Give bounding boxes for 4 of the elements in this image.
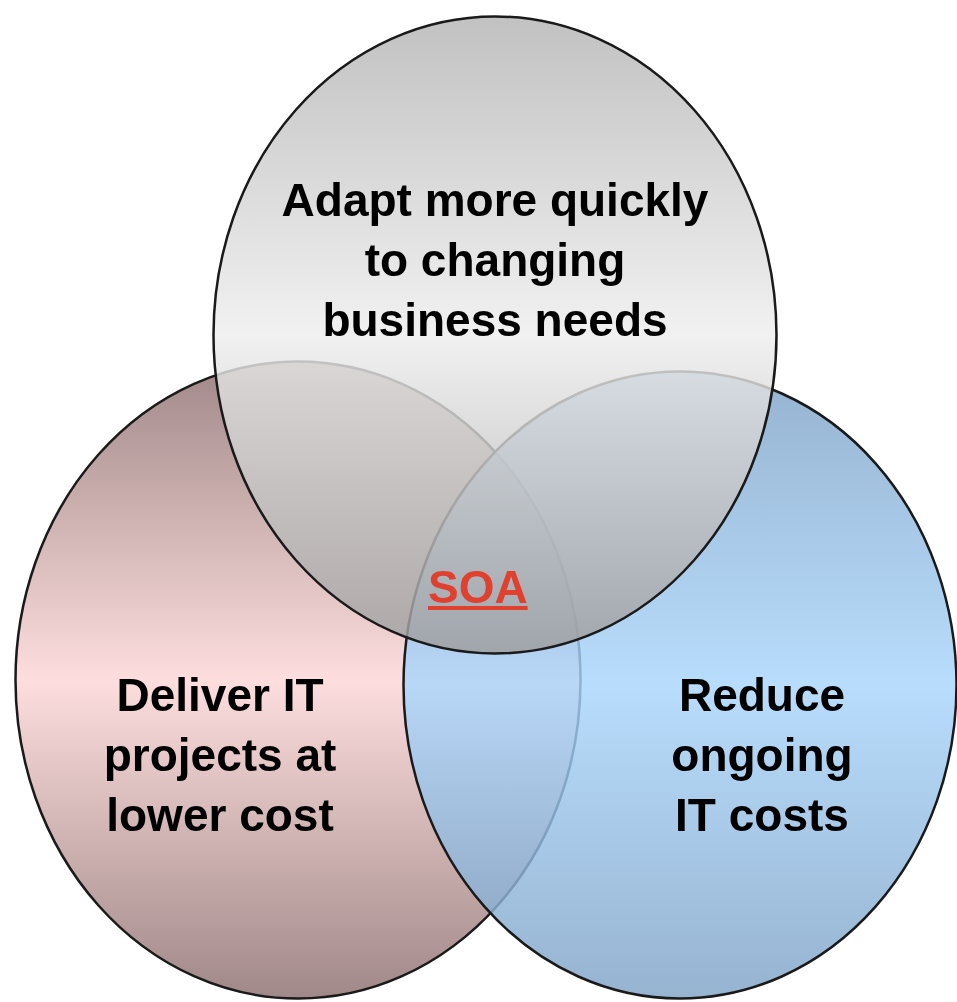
circle-label: Reduce ongoing IT costs [670,668,854,843]
circle-label: Adapt more quickly to changing business needs [280,173,710,348]
circle-label: Deliver IT projects at lower cost [102,668,338,843]
center-label: SOA [428,560,528,614]
